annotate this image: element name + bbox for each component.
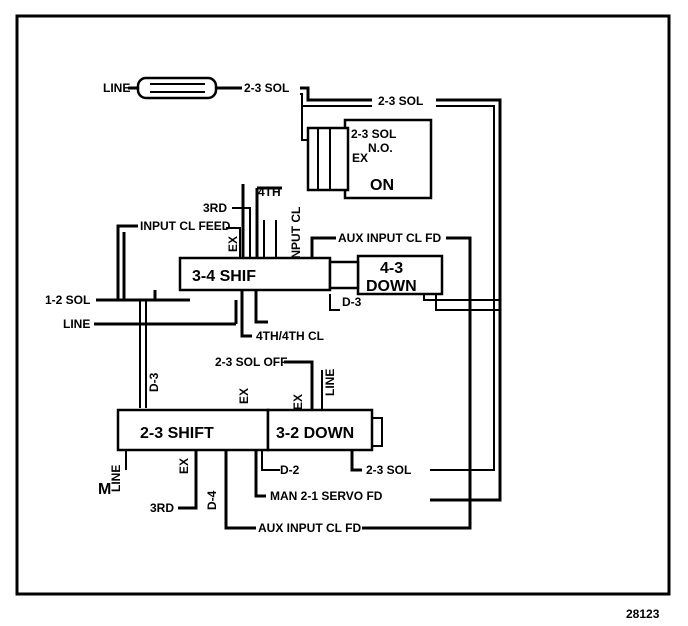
line-left-label: LINE <box>109 465 123 492</box>
input-cl-feed-label: INPUT CL FEED <box>140 219 231 233</box>
sol-12-line <box>96 290 190 302</box>
valve-23-label: 2-3 SHIFT <box>140 425 214 442</box>
third-low-label: 3RD <box>150 501 174 515</box>
valve-32-label: 3-2 DOWN <box>276 425 354 442</box>
valve-32-body <box>266 408 374 452</box>
valve-43-down: 4-3 DOWN <box>356 254 444 296</box>
aux-input-cl-fd-bot-line <box>224 450 472 530</box>
fourth-label: 4TH <box>258 185 281 199</box>
diagram-frame <box>15 14 671 596</box>
input-cl-feed-line <box>116 224 138 300</box>
line-mid <box>94 300 238 326</box>
valve-23-shift: 2-3 SHIFT <box>116 408 270 452</box>
d3-left-label: D-3 <box>147 372 161 392</box>
sol-23-box <box>343 118 433 200</box>
line-solenoid-inlet: LINE 2-3 SOL <box>103 76 289 100</box>
input-cl-label: INPUT CL <box>289 207 303 262</box>
valve-43-label-b: DOWN <box>366 278 417 295</box>
sol-23-off-label: 2-3 SOL OFF <box>215 355 287 369</box>
sol-box-on: ON <box>370 177 394 194</box>
ex-low-label: EX <box>177 458 191 474</box>
sol-12-label: 1-2 SOL <box>45 293 90 307</box>
aux-input-cl-fd-top-label: AUX INPUT CL FD <box>338 231 441 245</box>
sol-23-low-label: 2-3 SOL <box>366 463 411 477</box>
inlet-filter <box>136 76 218 100</box>
ex-mid-label: EX <box>237 388 251 404</box>
valve-43-label-a: 4-3 <box>380 260 403 277</box>
sol-box-ex: EX <box>352 151 368 165</box>
sol-23-plunger <box>306 126 350 192</box>
m-left-label: M <box>98 481 111 498</box>
sol-box-no: N.O. <box>368 141 393 155</box>
sol-23-label-b: 2-3 SOL <box>378 94 423 108</box>
valve-34-shift: 3-4 SHIF <box>178 256 332 292</box>
third-label: 3RD <box>203 201 227 215</box>
d3-top-label: D-3 <box>342 295 362 309</box>
d4-label: D-4 <box>205 490 219 510</box>
line-label-top: LINE <box>103 81 130 95</box>
ex-top-label: EX <box>226 236 240 252</box>
aux-input-cl-fd-bot-label: AUX INPUT CL FD <box>258 521 361 535</box>
man-21-label: MAN 2-1 SERVO FD <box>270 489 383 503</box>
d2-label: D-2 <box>280 463 300 477</box>
sol-23-valve: 2-3 SOL N.O. EX ON <box>306 118 433 200</box>
ex-mid2-label: EX <box>291 394 305 410</box>
figure-number: 28123 <box>626 607 660 621</box>
valve-34-body <box>178 256 332 292</box>
valve-32-down: 3-2 DOWN <box>266 408 383 452</box>
line-mid-label: LINE <box>63 317 90 331</box>
valve-23-body <box>116 408 270 452</box>
fourth-cl-label: 4TH/4TH CL <box>256 329 324 343</box>
aux-input-cl-fd-top-line <box>310 236 472 500</box>
sol-box-title: 2-3 SOL <box>351 127 396 141</box>
valve-34-label: 3-4 SHIF <box>192 268 256 285</box>
sol-23-label-a: 2-3 SOL <box>244 81 289 95</box>
line-vert-label: LINE <box>323 369 337 396</box>
